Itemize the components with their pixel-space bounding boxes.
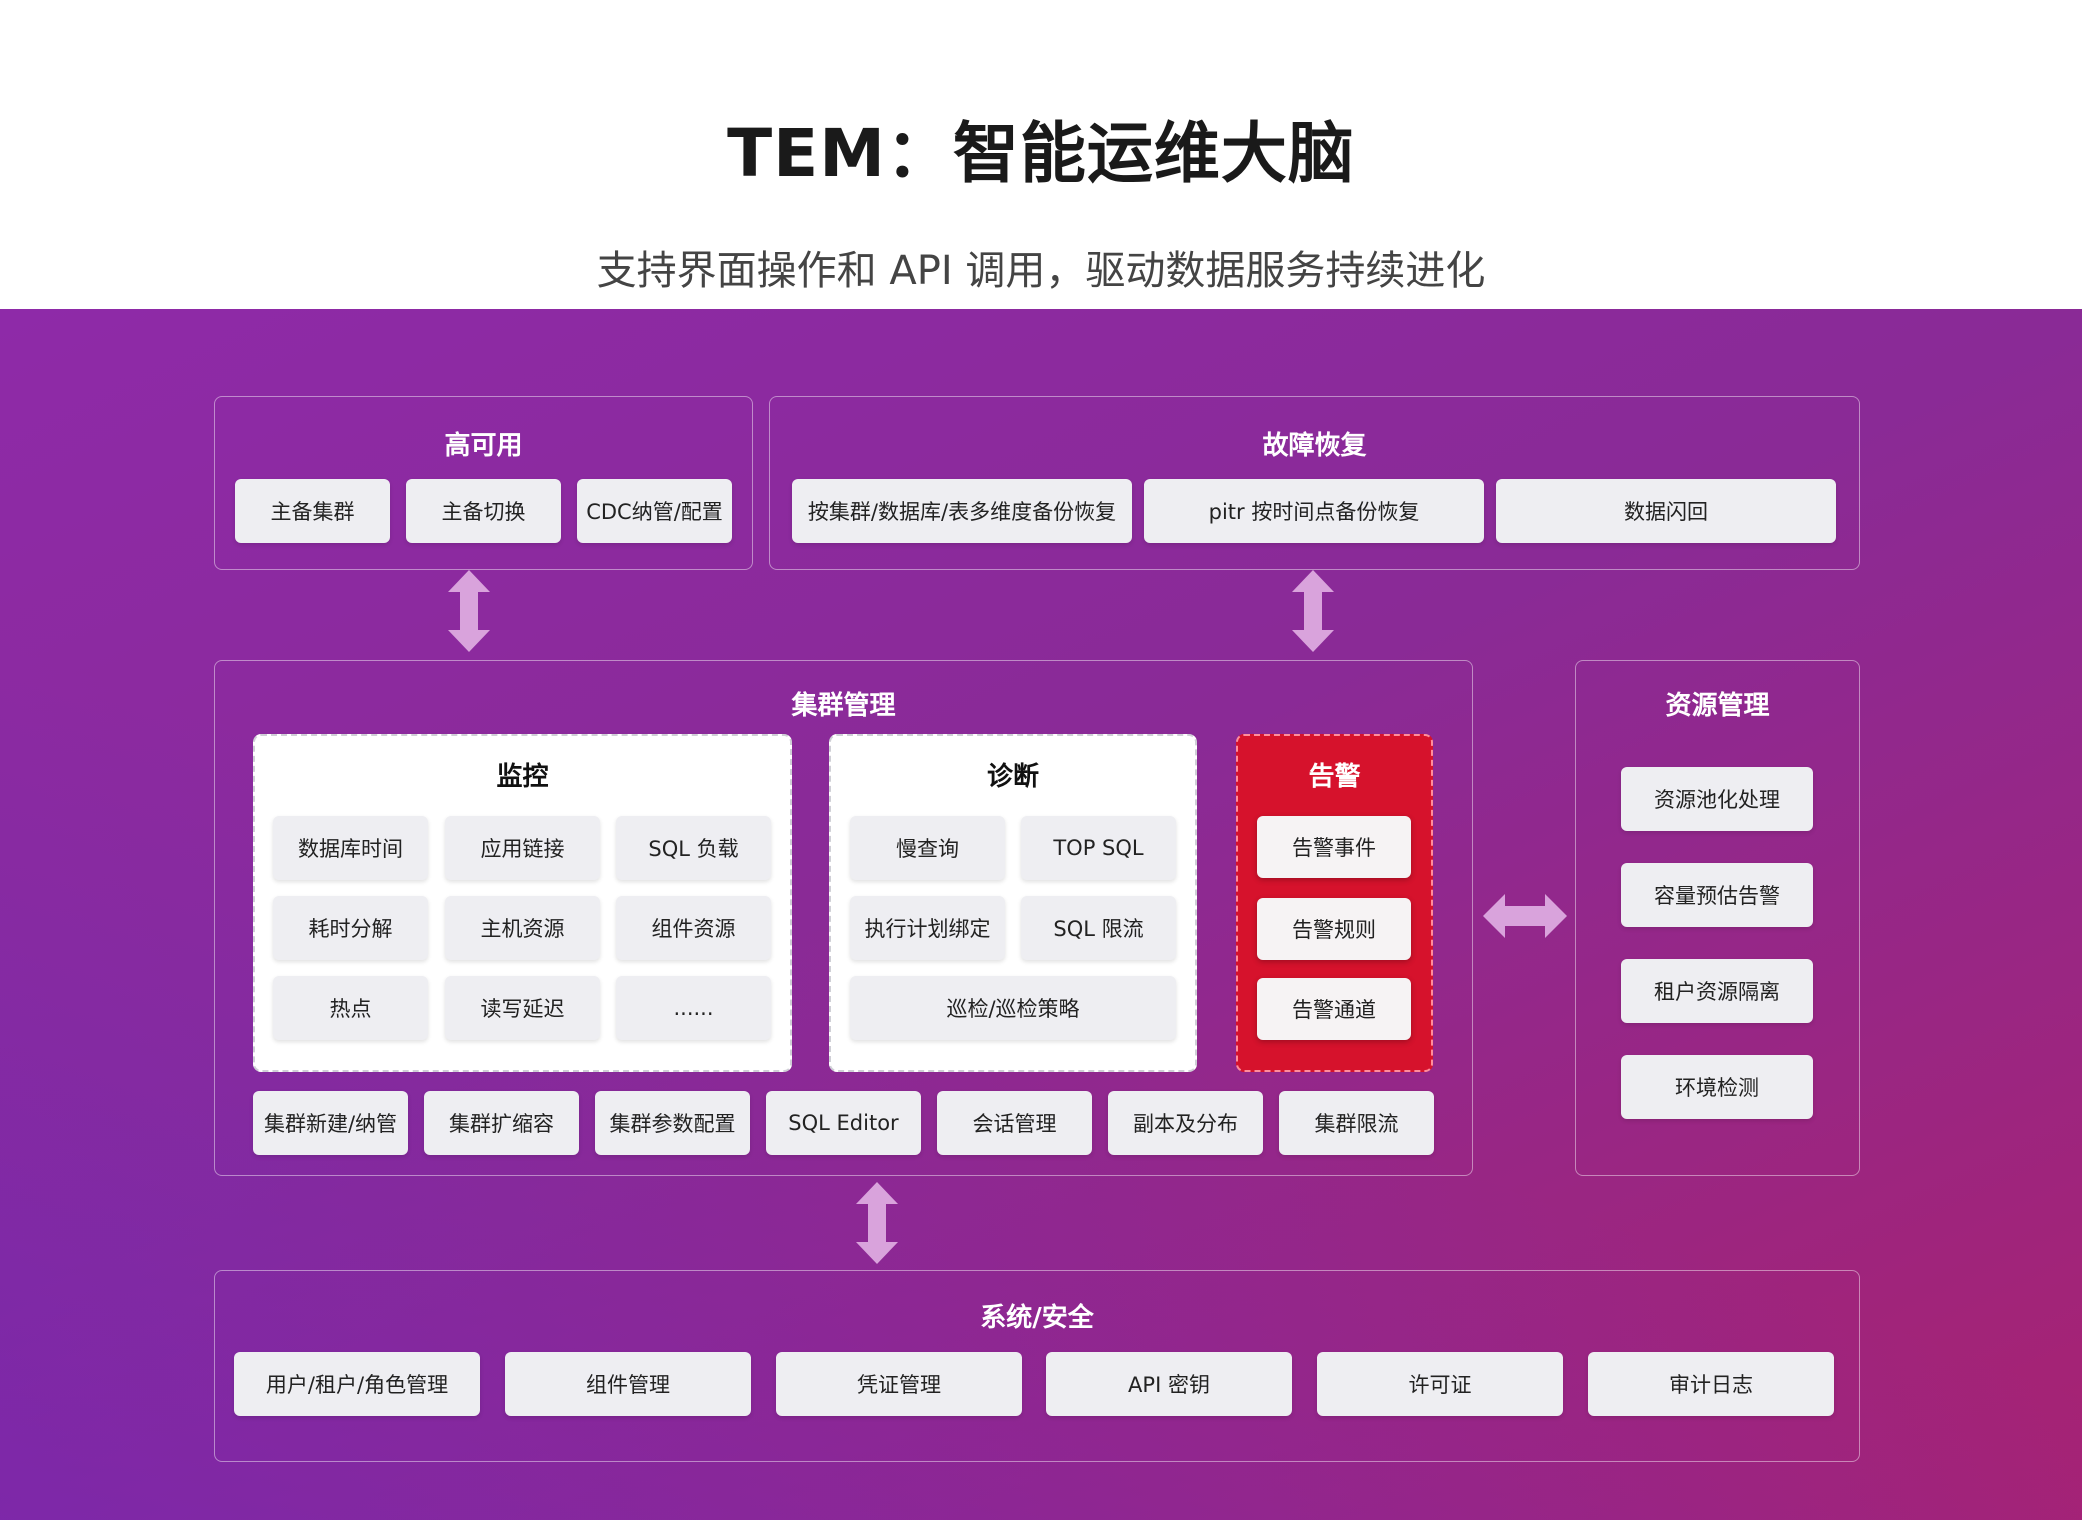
resource-item[interactable]: 资源池化处理 [1621, 767, 1813, 831]
card-title: 诊断 [986, 762, 1039, 792]
cluster-op-item[interactable]: 会话管理 [937, 1091, 1092, 1155]
page-subtitle: 支持界面操作和 API 调用，驱动数据服务持续进化 [596, 248, 1486, 294]
system-item[interactable]: 组件管理 [505, 1352, 751, 1416]
high-availability-panel: 高可用 [214, 396, 753, 570]
diagnose-item[interactable]: 慢查询 [850, 816, 1005, 880]
system-item[interactable]: 许可证 [1317, 1352, 1563, 1416]
diagnose-item[interactable]: 执行计划绑定 [850, 896, 1005, 960]
panel-title: 资源管理 [1665, 691, 1770, 721]
ha-item[interactable]: 主备切换 [406, 479, 561, 543]
card-title: 告警 [1308, 762, 1361, 792]
resource-item[interactable]: 容量预估告警 [1621, 863, 1813, 927]
system-item[interactable]: 用户/租户/角色管理 [234, 1352, 480, 1416]
monitor-item[interactable]: 耗时分解 [273, 896, 428, 960]
card-title: 监控 [496, 762, 549, 792]
monitor-item[interactable]: ...... [616, 976, 771, 1040]
diagnose-item[interactable]: 巡检/巡检策略 [850, 976, 1176, 1040]
system-item[interactable]: API 密钥 [1046, 1352, 1292, 1416]
monitor-item[interactable]: 应用链接 [445, 816, 600, 880]
recovery-item[interactable]: 按集群/数据库/表多维度备份恢复 [792, 479, 1132, 543]
resource-item[interactable]: 租户资源隔离 [1621, 959, 1813, 1023]
monitor-item[interactable]: 读写延迟 [445, 976, 600, 1040]
double-arrow-icon [1483, 894, 1567, 938]
monitor-item[interactable]: SQL 负载 [616, 816, 771, 880]
panel-title: 集群管理 [791, 691, 896, 721]
recovery-item[interactable]: 数据闪回 [1496, 479, 1836, 543]
alert-item[interactable]: 告警通道 [1257, 978, 1411, 1040]
system-security-panel: 系统/安全 [214, 1270, 1860, 1462]
cluster-op-item[interactable]: 集群扩缩容 [424, 1091, 579, 1155]
cluster-op-item[interactable]: 集群参数配置 [595, 1091, 750, 1155]
page-title: TEM：智能运维大脑 [727, 115, 1355, 192]
recovery-panel: 故障恢复 [769, 396, 1860, 570]
alert-item[interactable]: 告警规则 [1257, 898, 1411, 960]
alert-item[interactable]: 告警事件 [1257, 816, 1411, 878]
resource-item[interactable]: 环境检测 [1621, 1055, 1813, 1119]
panel-title: 故障恢复 [1262, 431, 1367, 461]
monitor-item[interactable]: 主机资源 [445, 896, 600, 960]
panel-title: 高可用 [444, 431, 523, 461]
cluster-management-panel: 集群管理 [214, 660, 1473, 1176]
monitor-item[interactable]: 热点 [273, 976, 428, 1040]
system-item[interactable]: 凭证管理 [776, 1352, 1022, 1416]
double-arrow-icon [1292, 570, 1334, 652]
ha-item[interactable]: CDC纳管/配置 [577, 479, 732, 543]
cluster-op-item[interactable]: 副本及分布 [1108, 1091, 1263, 1155]
diagnose-item[interactable]: TOP SQL [1021, 816, 1176, 880]
resource-management-panel: 资源管理 [1575, 660, 1860, 1176]
cluster-op-item[interactable]: SQL Editor [766, 1091, 921, 1155]
double-arrow-icon [448, 570, 490, 652]
cluster-op-item[interactable]: 集群新建/纳管 [253, 1091, 408, 1155]
recovery-item[interactable]: pitr 按时间点备份恢复 [1144, 479, 1484, 543]
panel-title: 系统/安全 [980, 1303, 1094, 1333]
monitor-item[interactable]: 组件资源 [616, 896, 771, 960]
monitor-item[interactable]: 数据库时间 [273, 816, 428, 880]
double-arrow-icon [856, 1182, 898, 1264]
system-item[interactable]: 审计日志 [1588, 1352, 1834, 1416]
diagnose-item[interactable]: SQL 限流 [1021, 896, 1176, 960]
cluster-op-item[interactable]: 集群限流 [1279, 1091, 1434, 1155]
ha-item[interactable]: 主备集群 [235, 479, 390, 543]
